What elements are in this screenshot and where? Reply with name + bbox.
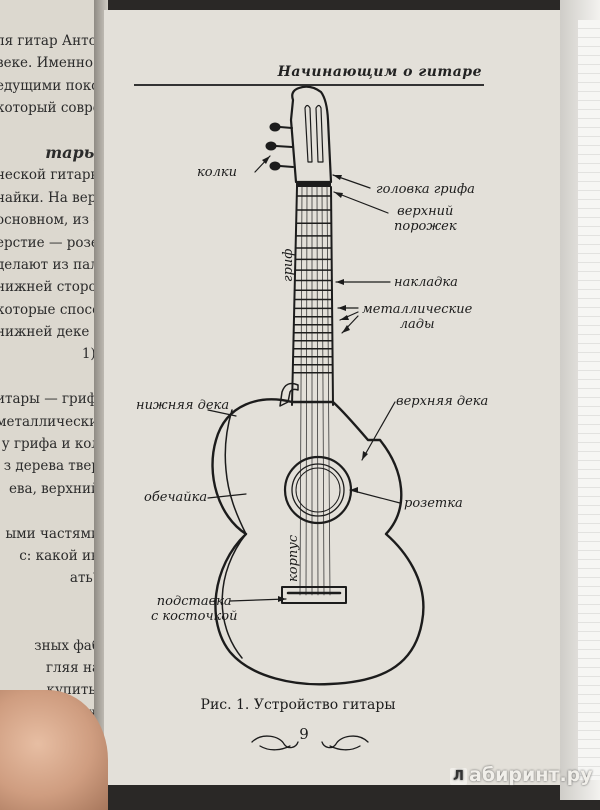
left-page-line: ля гитар Антонио д: [0, 33, 100, 49]
label-neck: гриф: [281, 248, 296, 282]
label-back: нижняя дека: [136, 398, 230, 413]
frets: [291, 195, 334, 374]
left-page-line: делают из пали: [0, 256, 100, 273]
left-page-line: которые способ: [0, 301, 100, 318]
page-number: 9: [299, 725, 309, 743]
watermark-text: абиринт.ру: [469, 764, 593, 786]
left-page-line: гляя на: [45, 659, 100, 676]
figure-caption: Рис. 1. Устройство гитары: [200, 697, 396, 713]
top-nut: [296, 182, 331, 187]
left-page-line: нижней деке распо: [0, 324, 100, 341]
label-headstock: головка грифа: [376, 182, 475, 197]
label-fretboard: накладка: [394, 275, 458, 290]
guitar-body: [211, 382, 425, 686]
left-page-line: зных фаб: [34, 637, 100, 654]
running-title: Начинающим о гитаре: [277, 64, 482, 80]
left-page-line: ческой гитары со: [0, 167, 100, 184]
guitar-headstock: [289, 85, 333, 184]
left-page: ля гитар Антонио д веке. Именно он со едущ…: [0, 0, 100, 800]
left-page-line: веке. Именно он со: [0, 55, 100, 72]
labirint-logo-icon: Л: [450, 768, 467, 785]
page-ornament: [251, 735, 369, 751]
tuning-pegs-icon: [265, 122, 294, 171]
left-page-line: чайки. На верхней: [0, 189, 100, 206]
left-page-line: тары: [45, 142, 100, 162]
left-page-line: который современ: [0, 100, 100, 117]
left-page-line: ать?: [69, 570, 100, 587]
label-rosette: розетка: [404, 496, 463, 511]
guitar-strings: [299, 186, 331, 596]
sound-hole-rosette: [283, 455, 353, 525]
left-page-text: ля гитар Антонио д веке. Именно он со едущ…: [0, 30, 100, 769]
left-page-line: металлические: [0, 413, 100, 430]
left-page-line: нижней стороны: [0, 279, 100, 296]
left-page-line: едущими поколе: [0, 77, 100, 94]
page-edges: [560, 0, 600, 800]
left-page-line: ева, верхний: [8, 480, 100, 497]
left-page-line: итары — гриф,: [0, 391, 100, 408]
label-top: верхняя дека: [396, 394, 489, 409]
label-sides: обечайка: [144, 490, 208, 505]
left-page-line: у грифа и кол: [1, 436, 100, 453]
label-body: корпус: [286, 534, 301, 582]
left-page-line: с: какой ин: [19, 547, 100, 564]
bridge-with-saddle: [281, 586, 347, 604]
left-page-line: ерстие — розетка: [0, 234, 100, 251]
left-page-line: основном, из ели: [0, 212, 100, 229]
thumb: [0, 690, 108, 810]
left-page-line: з дерева твер: [3, 458, 100, 475]
left-page-line: ыми частями: [5, 525, 100, 542]
label-tuning-pegs: колки: [197, 165, 238, 180]
leader-arrowheads: [262, 156, 368, 602]
header-rule: [134, 84, 484, 86]
